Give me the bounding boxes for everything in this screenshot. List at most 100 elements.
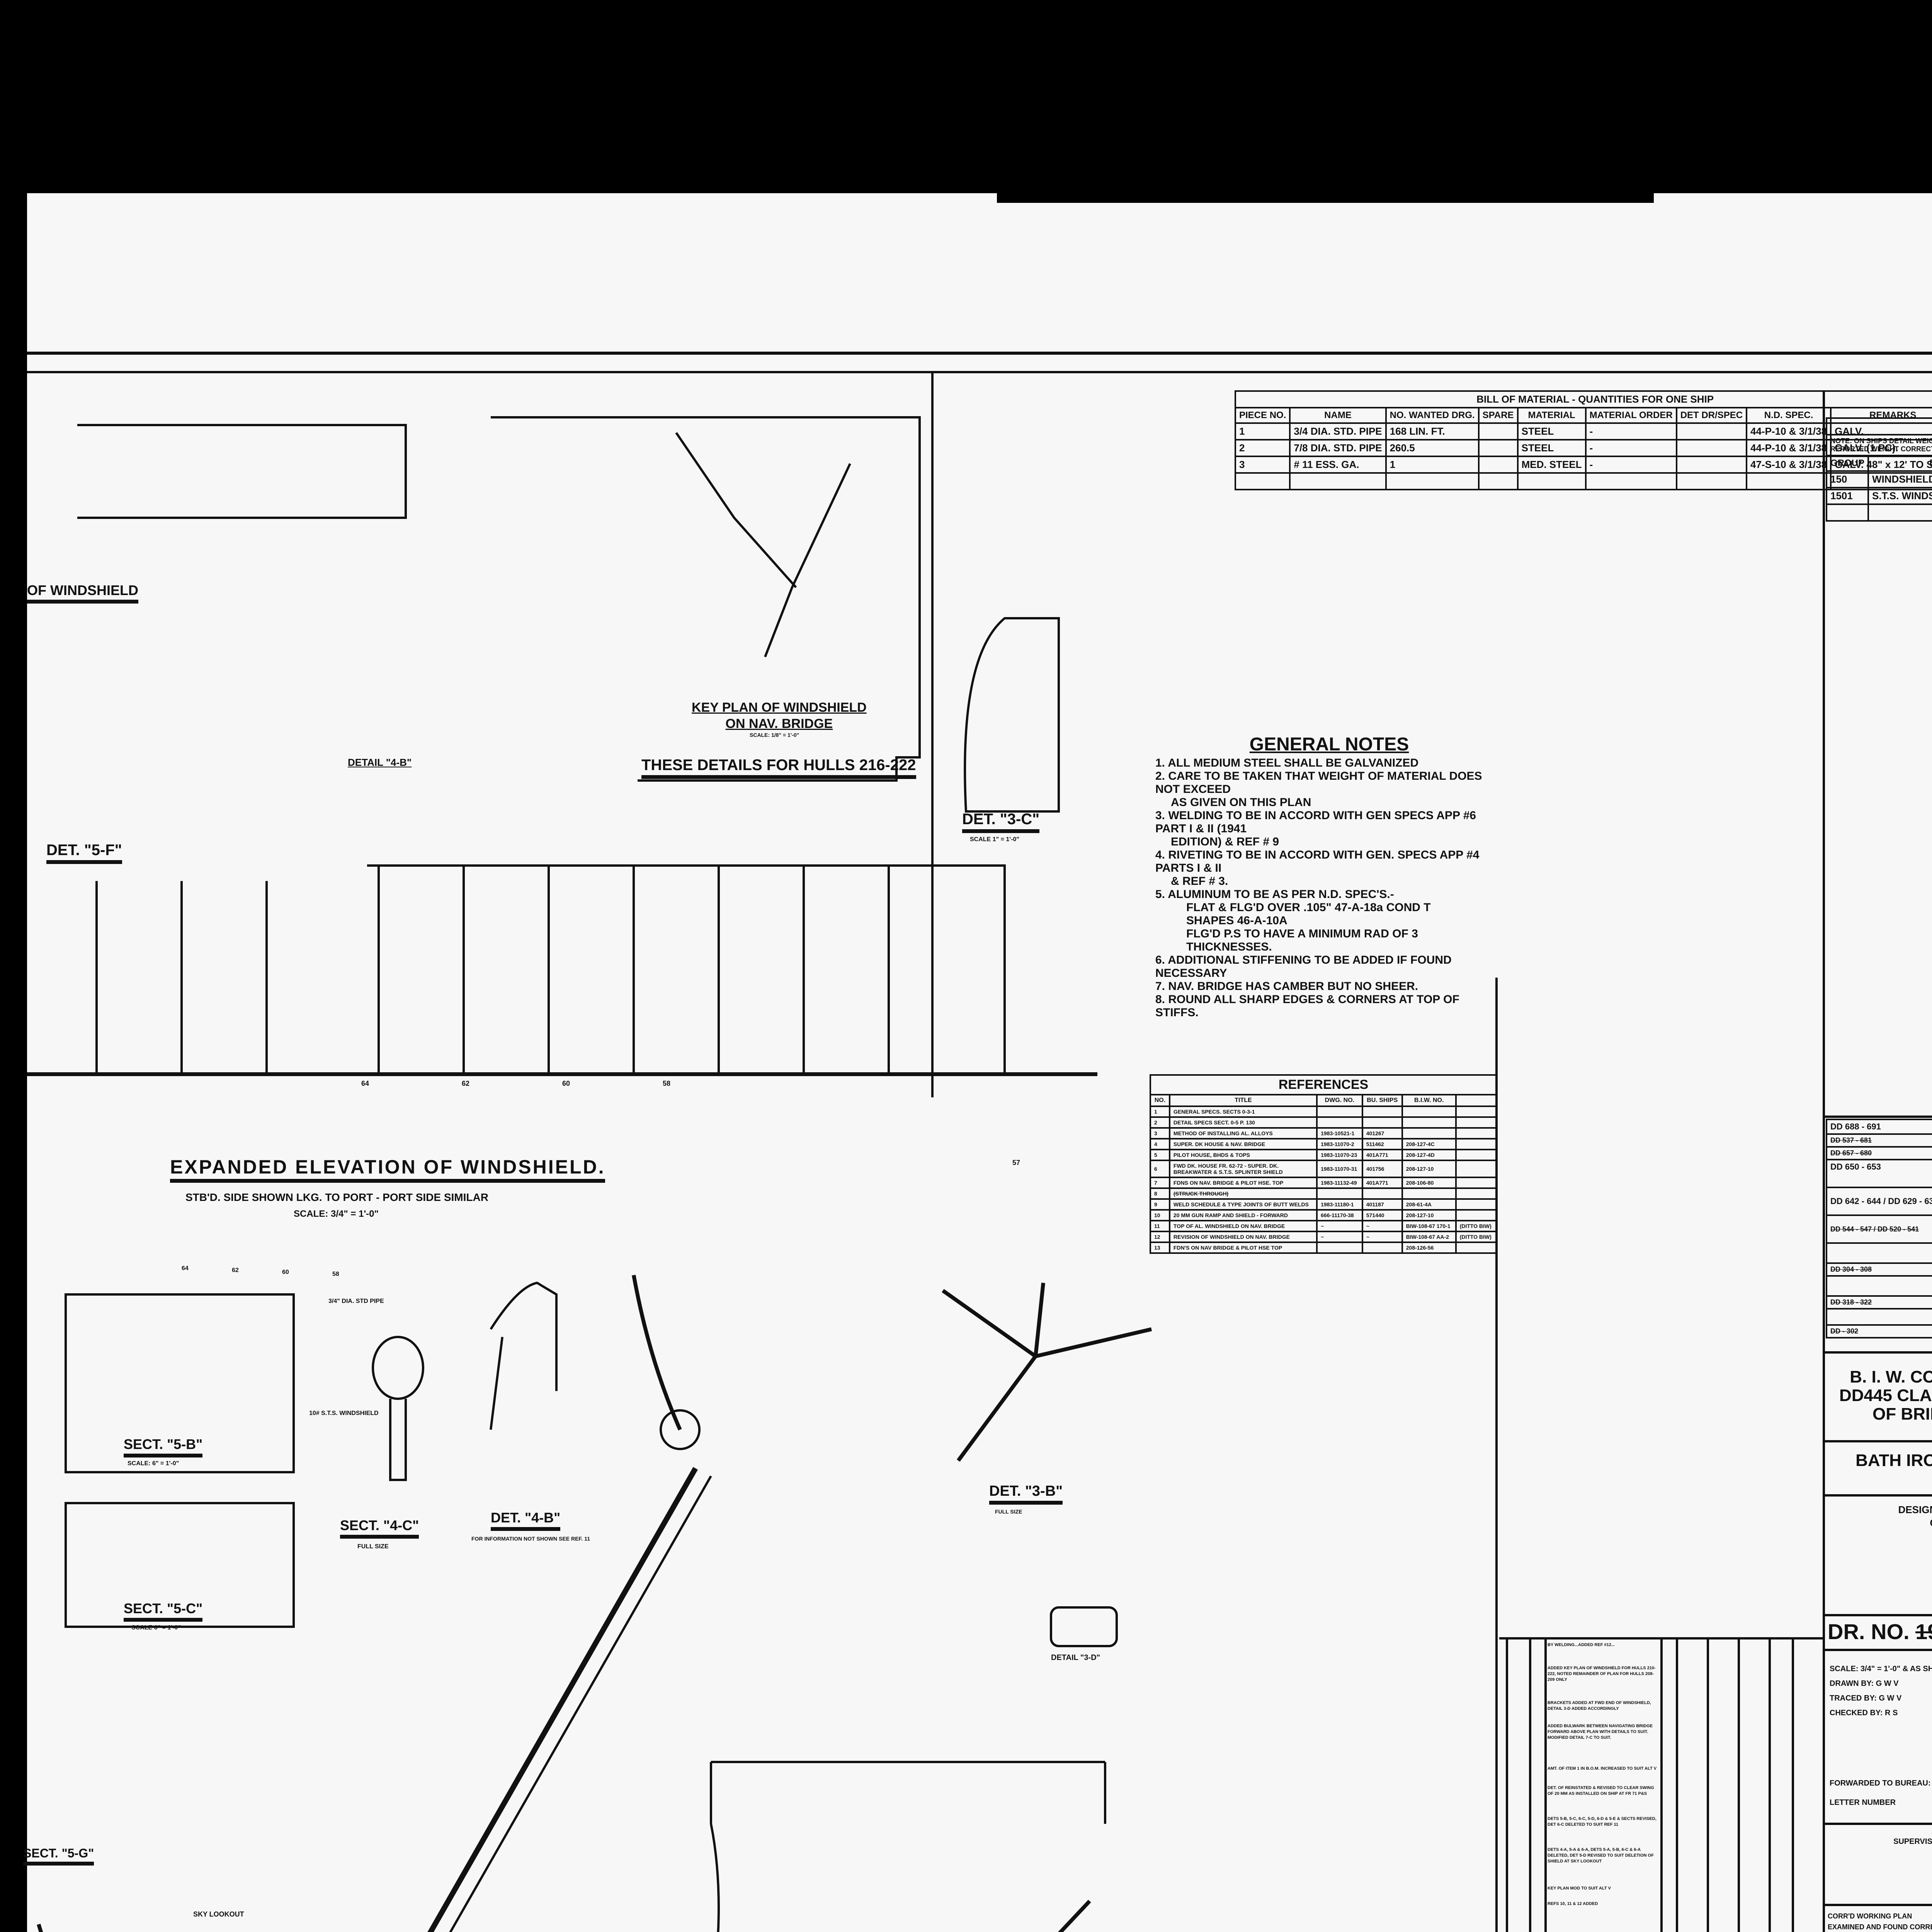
ref-header: B.I.W. NO. [1401, 1094, 1457, 1107]
ref-header: TITLE [1168, 1094, 1318, 1107]
ref-cell [1361, 1116, 1403, 1129]
alteration-row: DET. OF REINSTATED & REVISED TO CLEAR SW… [1548, 1786, 1654, 1796]
dr-no-struck: 1983-11070-30 [1915, 1619, 1932, 1644]
hull-row: DD - 302FEDERAL S.B. & D.D. CO [1826, 1324, 1932, 1338]
ref-cell: ~ [1361, 1231, 1403, 1243]
ref-cell [1455, 1242, 1498, 1254]
bom-title: BILL OF MATERIAL - QUANTITIES FOR ONE SH… [1234, 390, 1932, 408]
bureau-fields: FORWARDED TO BUREAU: LETTER NUMBER [1830, 1774, 1930, 1812]
cw-cell: S.T.S. WINDSHIELD ON NAV. BRIDGE [1867, 487, 1932, 505]
sect-4c-scale: FULL SIZE [357, 1543, 389, 1550]
ref-cell [1316, 1242, 1363, 1254]
hull-row: DD 318 - 322BETHLEHEM STEEL CO., S.B. DI… [1826, 1295, 1932, 1310]
bom-cell [1478, 456, 1519, 474]
letter-number-field: LETTER NUMBER [1830, 1798, 1896, 1807]
det-3d-label: DETAIL "3-D" [1051, 1653, 1100, 1662]
bom-cell: 2 [1234, 439, 1291, 457]
ref-cell: 6 [1150, 1160, 1170, 1178]
hull-row: DD 650 - 653BATH IRON WORKS CORP'N [1826, 1159, 1932, 1188]
ref-cell [1361, 1105, 1403, 1118]
bom-cell [1675, 456, 1748, 474]
approval-left: SCALE: 3/4" = 1'-0" & AS SHOWN DRAWN BY:… [1830, 1662, 1932, 1720]
ref-cell: 1983-11070-31 [1316, 1160, 1363, 1178]
ref-cell: BIW-108-67 170-1 [1401, 1220, 1457, 1232]
ref-cell: 208-127-4C [1401, 1138, 1457, 1150]
ref-cell: 1983-10521-1 [1316, 1127, 1363, 1139]
note-line: 3. WELDING TO BE IN ACCORD WITH GEN SPEC… [1155, 809, 1476, 835]
ref-row: 8(STRUCK THROUGH) [1150, 1187, 1498, 1200]
ref-cell: 208-106-80 [1401, 1177, 1457, 1189]
cw-header: GROUP [1825, 455, 1869, 472]
bom-header: PIECE NO. [1234, 407, 1291, 424]
ref-cell: 8 [1150, 1187, 1170, 1200]
ref-cell: 2 [1150, 1116, 1170, 1129]
ref-cell: 10 [1150, 1209, 1170, 1221]
bom-header: SPARE [1478, 407, 1519, 424]
working-plan-label: CORR'D WORKING PLAN [1828, 1912, 1912, 1920]
checked-by-field: CHECKED BY: R S [1830, 1709, 1898, 1717]
bom-header: MATERIAL ORDER [1585, 407, 1677, 424]
note-line: & REF # 3. [1171, 875, 1228, 888]
ref-header: DWG. NO. [1316, 1094, 1363, 1107]
cw-cell: 1501 [1825, 487, 1869, 505]
designer-line: DESIGN AND ENGINEERING BY [1898, 1504, 1932, 1515]
hull-row: DD 657 - 680BETH. STEEL CO., S.B. DIV., … [1826, 1146, 1932, 1160]
frame-top-inner [27, 371, 1932, 373]
sky-lookout-label: SKY LOOKOUT [193, 1910, 244, 1918]
builder-name-title: BATH IRON WORKS CORP'N. [1855, 1451, 1932, 1470]
ref-cell: 208-127-10 [1401, 1209, 1457, 1221]
hull-row: DD 304 - 308SEATTLE-TACOMA SHIPBUILDING … [1826, 1262, 1932, 1277]
frame-number: 62 [462, 1080, 470, 1087]
cw-cell [1825, 503, 1869, 522]
ref-cell [1455, 1116, 1498, 1129]
ref-cell: 401187 [1361, 1198, 1403, 1211]
expanded-elevation-sub: STB'D. SIDE SHOWN LKG. TO PORT - PORT SI… [185, 1191, 488, 1203]
ref-cell: 401267 [1361, 1127, 1403, 1139]
bom-cell: STEEL [1517, 422, 1587, 440]
ref-cell: 1983-11132-49 [1316, 1177, 1363, 1189]
alteration-row: REFS 10, 11 & 12 ADDED [1548, 1901, 1598, 1906]
bom-cell: 1 [1234, 422, 1291, 440]
references-title: REFERENCES [1150, 1074, 1497, 1095]
alteration-list: BY WELDING...ADDED REF #12... ADDED KEY … [1548, 1642, 1660, 1917]
bom-cell: 47-S-10 & 3/1/38 [1746, 456, 1832, 474]
ref-cell: 208-61-4A [1401, 1198, 1457, 1211]
bom-cell [1675, 439, 1748, 457]
note-line: 5. ALUMINUM TO BE AS PER N.D. SPEC'S.- [1155, 888, 1394, 901]
ref-cell: 571440 [1361, 1209, 1403, 1221]
hull-row: DD 544 - 547 / DD 520 - 541BETHLEHEM STE… [1826, 1214, 1932, 1244]
view-divider-1 [931, 371, 934, 1097]
ref-cell [1455, 1149, 1498, 1161]
bom-cell: 3/4 DIA. STD. PIPE [1289, 422, 1387, 440]
expanded-elevation-scale: SCALE: 3/4" = 1'-0" [294, 1209, 379, 1219]
det-5f-label: DET. "5-F" [46, 842, 122, 864]
ref-header: BU. SHIPS [1361, 1094, 1403, 1107]
bom-cell: 168 LIN. FT. [1385, 422, 1480, 440]
ref-cell: (STRUCK THROUGH) [1168, 1187, 1318, 1200]
general-notes-title: GENERAL NOTES [1249, 734, 1409, 755]
frame-number: 60 [562, 1080, 570, 1087]
partial-windshield-title-top: OF WINDSHIELD [27, 583, 138, 604]
det-4b-label: DET. "4-B" [491, 1511, 561, 1531]
cw-row: 1501 S.T.S. WINDSHIELD ON NAV. BRIDGE 23… [1825, 487, 1932, 505]
ref-cell: GENERAL SPECS. SECTS 0-3-1 [1168, 1105, 1318, 1118]
note-line: AS GIVEN ON THIS PLAN [1171, 796, 1311, 809]
key-plan-nav-scale: SCALE: 1/8" = 1'-0" [750, 732, 799, 738]
det-3b-scale: FULL SIZE [995, 1509, 1022, 1515]
hull-number: DD 544 - 547 / DD 520 - 541 [1826, 1214, 1932, 1244]
ref-cell: ~ [1316, 1220, 1363, 1232]
bom-cell: - [1585, 456, 1677, 474]
builder-location: BATH, MAINE [1839, 1472, 1932, 1481]
sts-callout: 10# S.T.S. WINDSHIELD [309, 1410, 379, 1417]
note-line: 7. NAV. BRIDGE HAS CAMBER BUT NO SHEER. [1155, 980, 1418, 993]
drawn-by-field: DRAWN BY: G W V [1830, 1679, 1899, 1688]
ref-cell [1316, 1105, 1363, 1118]
note-line: 8. ROUND ALL SHARP EDGES & CORNERS AT TO… [1155, 993, 1459, 1019]
bom-cell: 3 [1234, 456, 1291, 474]
ref-cell: 401A771 [1361, 1149, 1403, 1161]
alteration-row: BY WELDING...ADDED REF #12... [1548, 1643, 1615, 1647]
hull-builders-table: DD 688 - 691BATH IRON WORKS CORP DD 537 … [1826, 1119, 1932, 1338]
